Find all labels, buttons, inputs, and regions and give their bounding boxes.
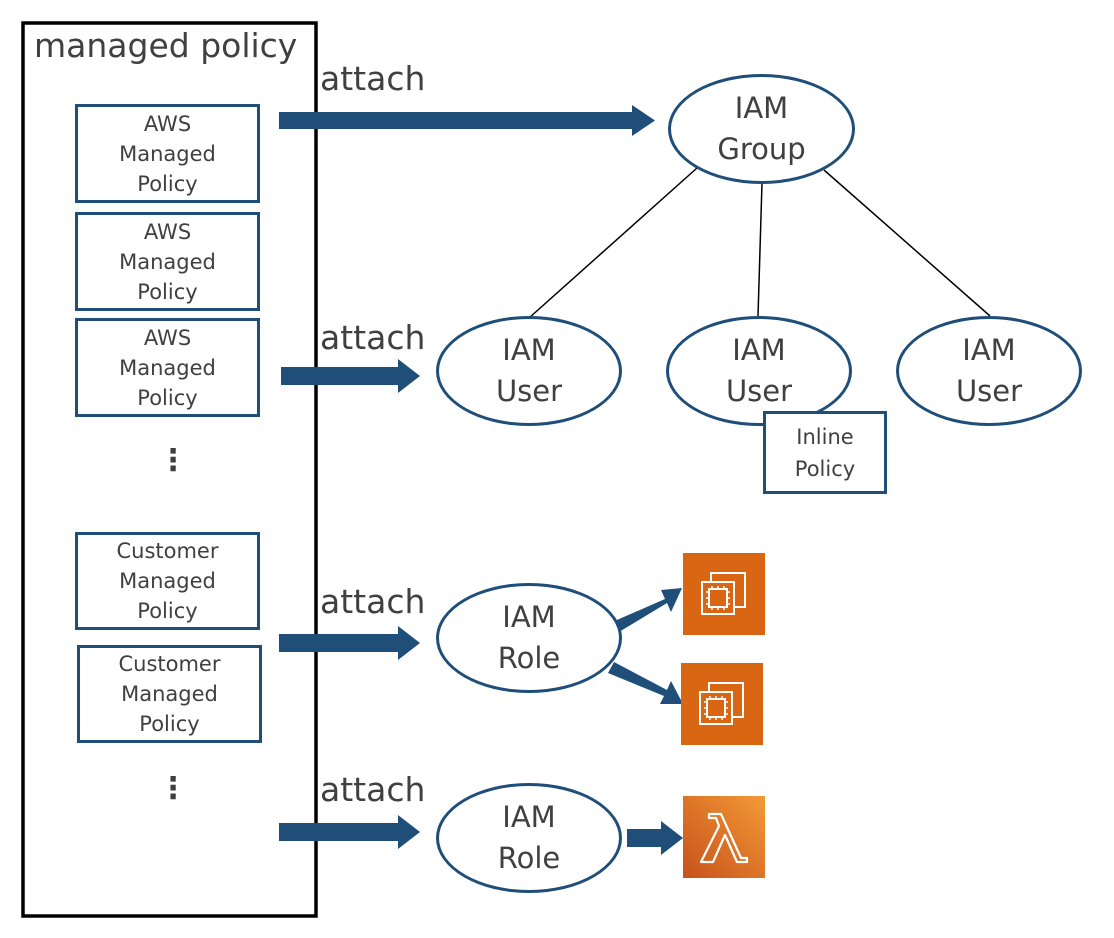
attach-arrow-role2 [279,815,420,849]
role1-ec2-arrow-1 [610,588,682,635]
policy-box-aws-3: AWS Managed Policy [75,318,260,417]
group-user2-link [757,182,763,317]
policy-line: Managed [121,682,218,706]
policy-line: Policy [137,279,198,304]
policy-box-customer-2: Customer Managed Policy [77,645,262,743]
attach-arrow-role1 [279,626,420,660]
ellipsis-customer: ⋮ [158,771,188,806]
inline-policy-box: Inline Policy [763,411,887,494]
ellipsis-aws: ⋮ [158,443,188,478]
node-line: User [725,374,793,408]
node-line: IAM [502,600,556,634]
policy-line: Policy [137,385,198,410]
policy-line: Customer [118,652,221,676]
policy-line: Managed [119,249,216,274]
ec2-instance-icon [683,553,765,635]
node-line: Role [497,641,561,675]
policy-line: Managed [119,355,216,380]
iam-user-node-1: IAM User [436,316,622,426]
inline-policy-line: Policy [794,456,856,481]
iam-group-node: IAM Group [668,74,855,184]
iam-role-node-1: IAM Role [436,583,622,693]
node-line: IAM [502,800,556,834]
attach-label-role2: attach [320,770,426,809]
node-line: IAM [734,91,789,125]
node-line: IAM [502,333,556,367]
iam-user-node-2: IAM User [666,316,852,426]
policy-line: AWS [143,111,192,136]
attach-label-user: attach [320,318,426,357]
role1-ec2-arrow-2 [608,662,683,704]
attach-label-role1: attach [320,582,426,621]
policy-line: Managed [119,569,216,593]
group-user3-link [823,169,991,317]
ec2-instance-icon [681,663,763,745]
lambda-icon [683,796,765,878]
policy-box-aws-1: AWS Managed Policy [75,104,260,203]
policy-box-customer-1: Customer Managed Policy [75,532,260,630]
node-line: Role [497,841,561,875]
node-line: Group [717,132,806,166]
iam-user-node-3: IAM User [896,316,1082,426]
node-line: User [955,374,1023,408]
group-user1-link [528,167,698,319]
attach-arrow-user [281,359,420,393]
inline-policy-line: Inline [796,424,854,449]
policy-line: Policy [137,599,198,623]
container-title: managed policy [34,26,298,65]
policy-line: Customer [116,539,219,563]
attach-arrow-group [279,105,655,136]
node-line: IAM [962,333,1016,367]
node-line: IAM [732,333,786,367]
policy-line: AWS [143,325,192,350]
policy-line: AWS [143,219,192,244]
policy-line: Policy [137,171,198,196]
policy-box-aws-2: AWS Managed Policy [75,212,260,311]
node-line: User [495,374,563,408]
policy-line: Managed [119,141,216,166]
iam-role-node-2: IAM Role [436,783,622,893]
role2-lambda-arrow [627,821,683,855]
attach-label-group: attach [320,59,426,98]
policy-line: Policy [139,712,200,736]
managed-policy-container [21,21,318,918]
